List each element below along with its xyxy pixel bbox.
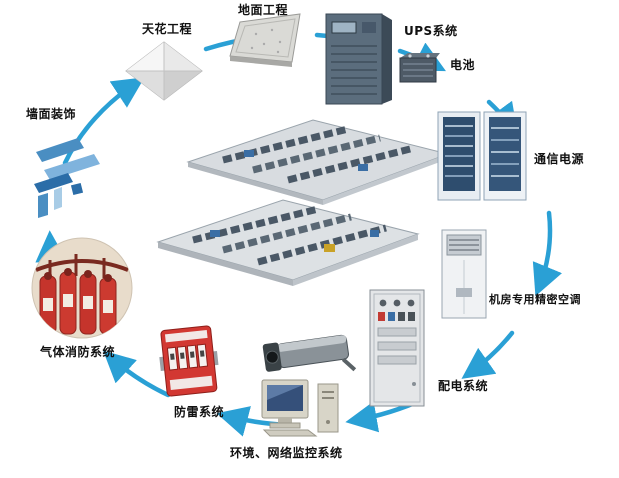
precision-ac-image [438,226,492,322]
wall-decoration-icon [34,138,100,218]
computer-icon [261,379,339,437]
ceiling-tile-icon [125,41,203,101]
label-lightning: 防雷系统 [174,405,225,419]
label-precision-ac: 机房专用精密空调 [489,293,581,306]
floorplan-graphic [156,119,448,286]
label-battery: 电池 [450,58,476,72]
surveillance-camera-image [253,321,365,385]
monitoring-computer-image [258,376,350,438]
label-floor: 地面工程 [238,3,289,17]
camera-icon [262,334,357,372]
battery-image [396,50,442,86]
surge-protector-icon [159,325,219,397]
comm-power-cabinets-image [436,106,530,203]
floor-tile-icon [229,13,301,67]
surge-protector-image [154,319,224,405]
fire-extinguishers-icon [31,237,133,339]
label-ceiling: 天花工程 [142,22,193,36]
ups-cabinet-icon [325,13,392,105]
ups-cabinet-image [320,10,396,106]
battery-icon [399,53,440,83]
precision-ac-icon [441,229,487,319]
gas-fire-system-image [30,236,134,340]
label-wall-decoration: 墙面装饰 [26,107,77,121]
floor-tile-image [228,12,302,72]
wall-decoration-image [24,126,102,224]
distribution-cabinet-image [366,286,430,410]
label-comm-power: 通信电源 [534,152,585,166]
label-gas-fire: 气体消防系统 [40,345,116,359]
label-power-distribution: 配电系统 [438,379,489,393]
comm-power-icon [437,111,527,201]
distribution-cabinet-icon [369,289,425,407]
label-ups: UPS系统 [404,24,458,38]
machine-room-floorplans [148,112,448,312]
ceiling-tile-image [124,40,204,102]
label-monitoring: 环境、网络监控系统 [230,446,343,460]
